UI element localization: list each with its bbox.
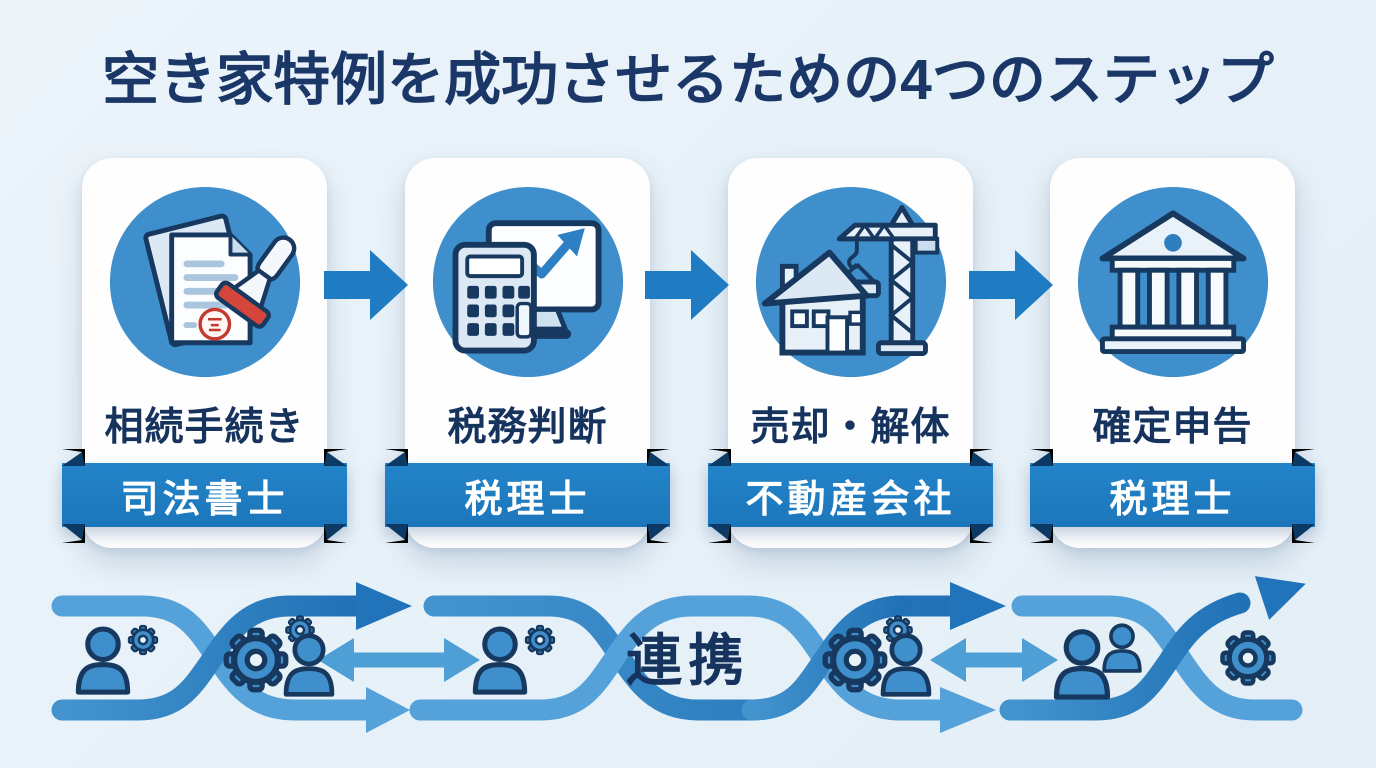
person-gear-icon [78,624,159,692]
step-card-sale-demolition: 売却・解体 不動産会社 [708,158,993,548]
gear-icon [1223,633,1274,684]
ribbon-fold [708,449,731,466]
bank-building-icon [1077,186,1268,378]
ribbon-fold [647,524,670,543]
document-stamp-icon [109,186,300,378]
braid-strands [51,595,377,721]
step-card-tax-return: 確定申告 税理士 [1030,158,1315,548]
step-icon-circle [753,184,949,380]
specialist-ribbon: 不動産会社 [708,449,993,543]
step-label: 売却・解体 [750,406,951,449]
arrow-right-icon [366,687,410,733]
house-crane-icon [755,186,946,378]
step-card-inheritance: 相続手続き 司法書士 [62,158,347,548]
ribbon-fold [1292,524,1315,543]
specialist-label: 税理士 [464,478,591,521]
step-card-tax-judgment: 税務判断 税理士 [385,158,670,548]
step-icon-circle [1075,184,1271,380]
collaboration-flow-graphic: 連携 [51,576,1306,733]
step-label: 税務判断 [447,406,608,449]
step-icon-circle [430,184,626,380]
step-arrow-icon [324,250,408,320]
specialist-ribbon: 司法書士 [62,449,347,543]
calculator-chart-icon [432,186,623,378]
ribbon-fold [62,524,85,543]
step-arrow-icon [969,250,1053,320]
braid-strands [409,595,961,721]
ribbon-fold [970,524,993,543]
step-label: 相続手続き [104,406,305,449]
person-gear-icon [475,624,556,692]
braid-strands [999,592,1303,721]
step-label: 確定申告 [1092,406,1253,449]
ribbon-fold [324,449,347,466]
collaboration-label: 連携 [626,629,750,692]
two-people-icon [1057,623,1142,697]
ribbon-fold [62,449,85,466]
ribbon-fold [324,524,347,543]
arrow-right-icon [1254,576,1306,620]
specialist-label: 司法書士 [120,478,289,521]
step-icon-circle [107,184,303,380]
double-arrow-icon [318,638,480,682]
step-arrow-icon [645,250,729,320]
specialist-ribbon: 税理士 [385,449,670,543]
ribbon-fold [1292,449,1315,466]
ribbon-fold [1030,524,1053,543]
ribbon-fold [385,449,408,466]
arrow-right-icon [940,687,996,733]
page-title: 空き家特例を成功させるための4つのステップ [102,48,1274,112]
specialist-label: 不動産会社 [745,478,956,521]
double-arrow-icon [930,638,1058,682]
ribbon-fold [708,524,731,543]
ribbon-fold [1030,449,1053,466]
specialist-label: 税理士 [1109,478,1236,521]
arrow-right-icon [950,582,1006,630]
ribbon-fold [647,449,670,466]
ribbon-fold [385,524,408,543]
specialist-ribbon: 税理士 [1030,449,1315,543]
arrow-right-icon [356,582,412,630]
ribbon-fold [970,449,993,466]
